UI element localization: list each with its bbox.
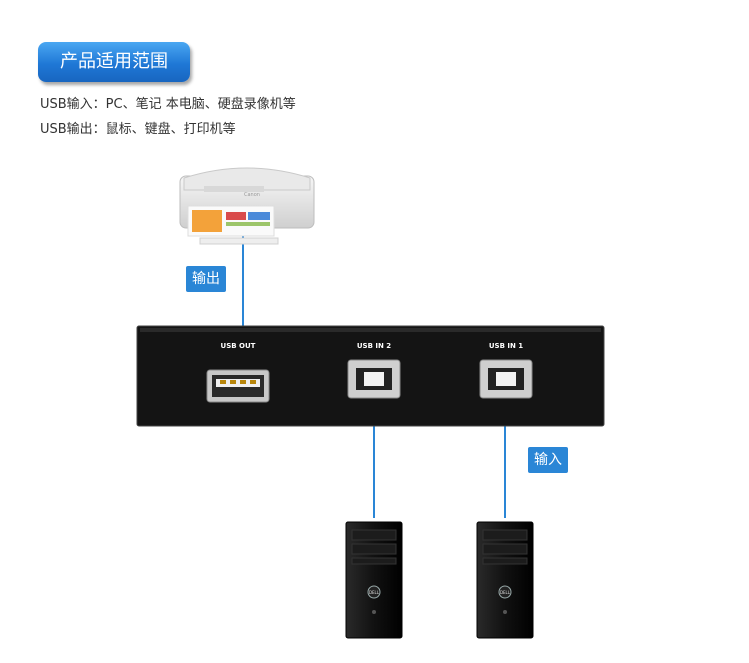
section-title-badge: 产品适用范围 [38,42,190,82]
port-label-usb-out: USB OUT [221,342,256,350]
usb-b-port-1 [479,359,533,399]
usb-output-description: USB输出：鼠标、键盘、打印机等 [40,122,236,137]
printer-image: Canon [179,167,315,245]
port-label-usb-in-1: USB IN 1 [489,342,523,350]
pc-tower-right: DELL [476,521,534,639]
port-label-usb-in-2: USB IN 2 [357,342,391,350]
input-callout: 输入 [528,447,568,473]
usb-switch-device: USB OUT USB IN 2 USB IN 1 [136,325,605,427]
tower-brand-right: DELL [500,590,511,595]
printer-brand-text: Canon [244,192,260,198]
tower-brand-left: DELL [369,590,380,595]
usb-input-description: USB输入：PC、笔记 本电脑、硬盘录像机等 [40,97,296,112]
usb-a-port [206,369,270,403]
pc-tower-left: DELL [345,521,403,639]
usb-b-port-2 [347,359,401,399]
output-callout: 输出 [186,266,226,292]
